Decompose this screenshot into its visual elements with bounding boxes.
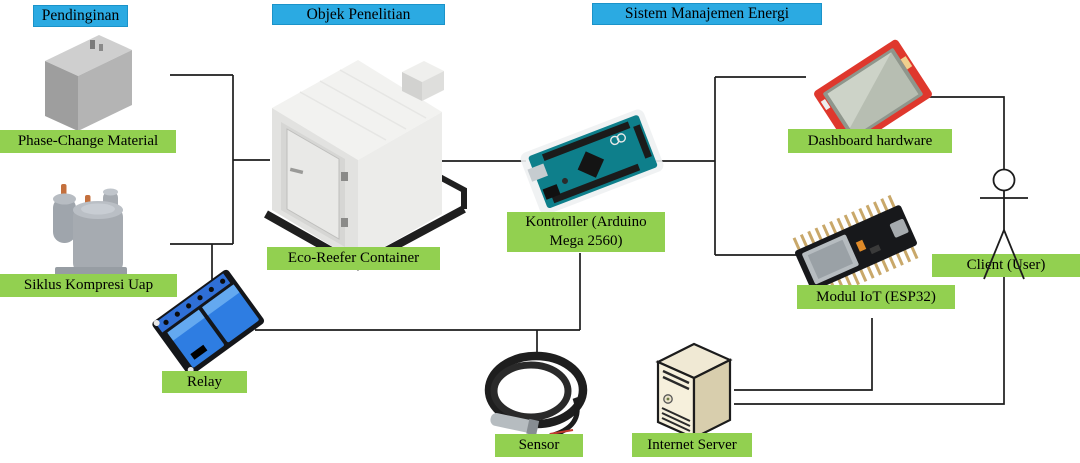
arduino-image [520,109,664,215]
header-sistem-manajemen-energi: Sistem Manajemen Energi [592,3,822,25]
label-client-user: Client (User) [932,254,1080,277]
label-sensor: Sensor [495,434,583,457]
label-internet-server: Internet Server [632,433,752,457]
server-image [655,342,733,440]
esp32-image [792,193,922,302]
label-phase-change-material: Phase-Change Material [0,130,176,153]
sensor-image [484,351,588,439]
header-pendinginan: Pendinginan [33,5,128,27]
label-kontroller-arduino: Kontroller (Arduino Mega 2560) [507,212,665,252]
label-dashboard-hardware: Dashboard hardware [788,129,952,153]
connector-esp32-to-server [734,318,873,391]
label-relay: Relay [162,371,247,393]
header-objek-penelitian: Objek Penelitian [272,4,445,25]
compressor-image [53,184,127,284]
label-modul-iot-esp32: Modul IoT (ESP32) [797,285,955,309]
label-siklus-kompresi-uap: Siklus Kompresi Uap [0,274,177,297]
label-eco-reefer-container: Eco-Reefer Container [267,247,440,270]
container-image [264,60,467,271]
pcm-image [45,35,132,131]
